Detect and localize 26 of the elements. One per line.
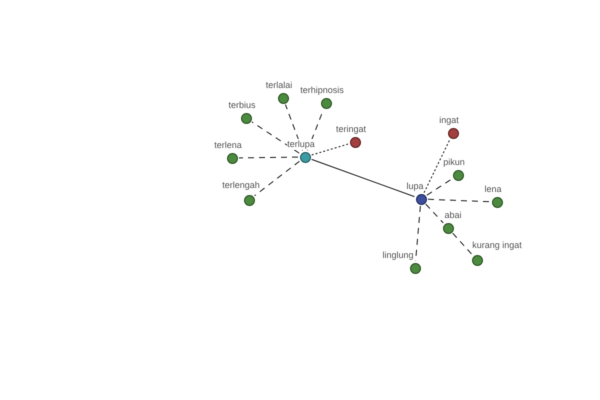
- node-label: terhipnosis: [300, 85, 344, 96]
- node-label: kurang ingat: [472, 240, 522, 251]
- dashed-line: [284, 104, 304, 151]
- node-label: linglung: [382, 250, 414, 261]
- node-label: teringat: [336, 124, 366, 135]
- dashed-line: [428, 198, 490, 202]
- dotted-line: [311, 144, 349, 156]
- node-label: terbius: [228, 100, 256, 111]
- node-label: ingat: [439, 115, 459, 126]
- node-label: lupa: [406, 181, 424, 192]
- dashed-line: [452, 232, 473, 256]
- dotted-line: [424, 138, 450, 194]
- node-label: lena: [484, 184, 502, 195]
- dashed-line: [425, 204, 444, 224]
- node-label: terlena: [214, 140, 242, 151]
- dashed-line: [238, 156, 298, 158]
- connector-line: [311, 158, 415, 198]
- node-label: terlupa: [287, 139, 315, 150]
- node-label: abai: [444, 210, 462, 221]
- dashed-line: [426, 178, 453, 196]
- node-label: terlalai: [266, 80, 292, 91]
- dashed-line: [415, 205, 421, 262]
- node-label: pikun: [443, 157, 465, 168]
- node-label: terlengah: [222, 180, 260, 191]
- dashed-line: [251, 121, 300, 154]
- dashed-line: [254, 160, 300, 196]
